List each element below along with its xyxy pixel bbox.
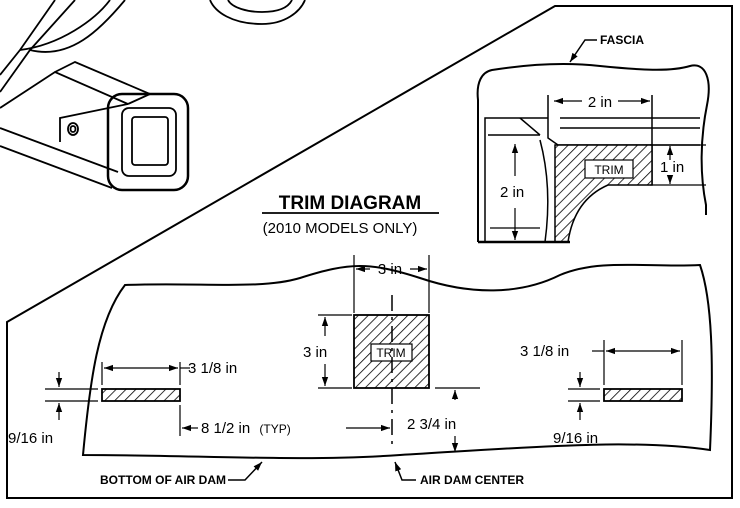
inset-height-right-dim: 1 in xyxy=(660,159,684,176)
diagram-subtitle: (2010 MODELS ONLY) xyxy=(263,220,418,237)
center-trim-height-dim: 3 in xyxy=(303,344,327,361)
right-trim-length-dim: 3 1/8 in xyxy=(520,343,569,360)
air-dam-center-label: AIR DAM CENTER xyxy=(420,473,524,487)
center-trim-label: TRIM xyxy=(376,346,405,360)
center-trim-offset-dim: 2 3/4 in xyxy=(407,416,456,433)
inset-height-left-dim: 2 in xyxy=(500,184,524,201)
fascia-leader xyxy=(569,39,597,63)
inset-fascia-detail: TRIM 2 in 2 in 1 in xyxy=(476,62,710,244)
left-trim-hatch xyxy=(101,388,181,402)
right-trim-group: 3 1/8 in 9/16 in xyxy=(520,340,683,447)
inset-trim-label: TRIM xyxy=(594,163,623,177)
left-trim-offset-dim: 8 1/2 in (TYP) xyxy=(201,420,291,437)
panel-frame xyxy=(6,5,733,499)
fascia-label: FASCIA xyxy=(600,33,644,47)
hitch-receiver-illustration xyxy=(0,0,306,192)
bottom-of-air-dam-leader xyxy=(228,461,263,481)
left-trim-thickness-dim: 9/16 in xyxy=(8,430,53,447)
left-trim-group: 3 1/8 in 9/16 in 8 1/2 in (TYP) xyxy=(8,360,390,447)
center-trim-group: 3 in 3 in TRIM xyxy=(303,255,430,389)
bottom-of-air-dam-label: BOTTOM OF AIR DAM xyxy=(100,473,226,487)
air-dam-center-leader xyxy=(394,461,416,481)
right-trim-thickness-dim: 9/16 in xyxy=(553,430,598,447)
left-trim-offset-value: 8 1/2 in xyxy=(201,420,250,437)
inset-width-dim: 2 in xyxy=(588,94,612,111)
center-trim-width-dim: 3 in xyxy=(378,261,402,278)
left-trim-offset-qualifier: (TYP) xyxy=(259,422,290,436)
inset-trim-label-box xyxy=(584,159,634,179)
left-trim-length-dim: 3 1/8 in xyxy=(188,360,237,377)
air-dam-outline xyxy=(81,263,713,460)
diagram-title: TRIM DIAGRAM xyxy=(279,193,421,214)
right-trim-hatch xyxy=(603,388,683,402)
